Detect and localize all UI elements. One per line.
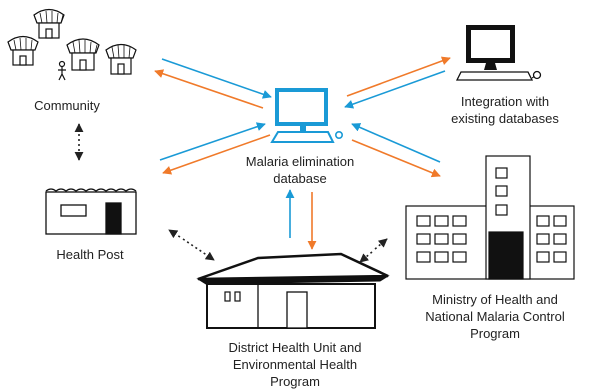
integration-label: Integration with existing databases	[451, 94, 559, 126]
dotted-link-healthpost-district	[168, 229, 181, 239]
arrow-database-to-healthpost	[162, 134, 271, 175]
arrow-community-to-database	[161, 58, 272, 99]
village-huts-icon	[7, 8, 137, 81]
laptop-icon	[270, 88, 343, 143]
community-label: Community	[34, 98, 100, 113]
arrow-database-to-community	[154, 69, 264, 109]
arrow-integration-to-database	[344, 70, 446, 109]
computer-icon	[455, 25, 542, 81]
ministry-label: Ministry of Health and National Malaria …	[425, 292, 565, 341]
dotted-link-district-ministry	[359, 251, 373, 263]
central-database-label: Malaria elimination database	[245, 154, 355, 186]
district-office-building-icon	[196, 252, 390, 329]
arrow-ministry-to-database	[351, 123, 441, 163]
arrow-database-to-integration	[346, 56, 451, 97]
arrow-database-to-ministry	[351, 139, 441, 178]
district-label: District Health Unit and Environmental H…	[228, 340, 362, 389]
health-post-building-icon	[45, 188, 137, 235]
ministry-building-icon	[405, 155, 575, 280]
health-post-label: Health Post	[56, 247, 124, 262]
arrow-healthpost-to-database	[159, 122, 266, 161]
